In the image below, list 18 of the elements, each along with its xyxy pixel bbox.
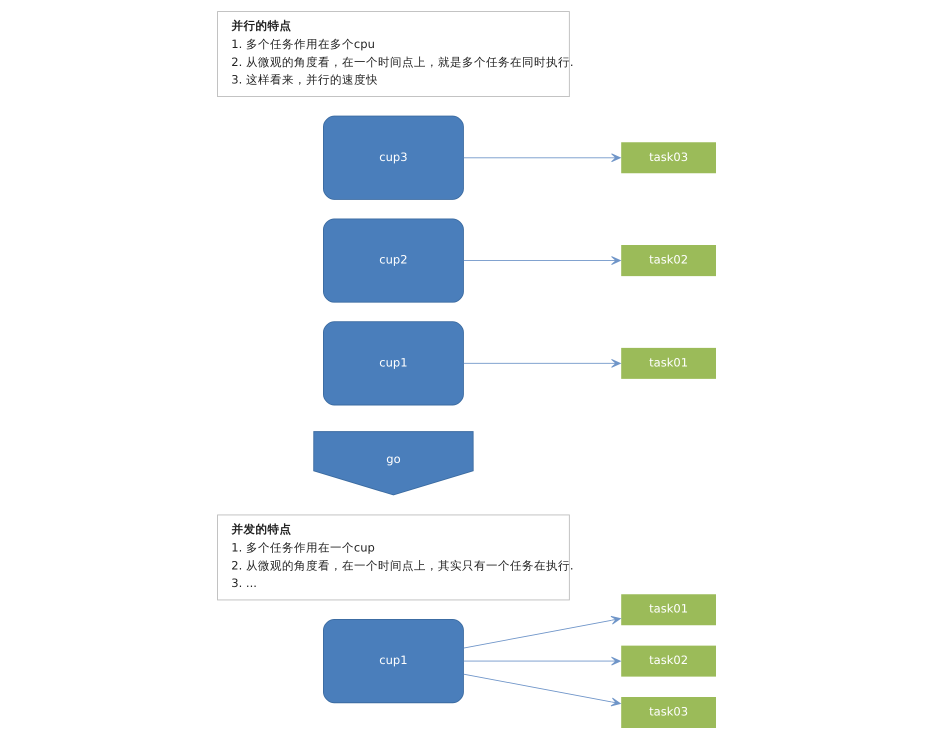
arrow — [463, 256, 621, 265]
node-box: 并行的特点 1. 多个任务作用在多个cpu 2. 从微观的角度看，在一个时间点上，就是多个任务在同时执行. 3. 这样看来，并行的速度快 — [217, 11, 570, 98]
node-box: cup3 — [323, 116, 464, 200]
arrow — [463, 656, 621, 666]
node-box: cup1 — [323, 619, 464, 704]
node-box: task03 — [620, 141, 717, 174]
node-box: task03 — [620, 696, 717, 729]
arrow — [463, 358, 621, 368]
arrow — [463, 616, 621, 649]
arrow — [463, 674, 621, 706]
arrow — [463, 153, 621, 162]
node-box: cup1 — [323, 321, 464, 406]
node-box: task01 — [620, 593, 717, 626]
node-box: task02 — [620, 244, 717, 277]
node-box: task01 — [620, 346, 717, 380]
node-box: task02 — [620, 644, 717, 678]
node-box: cup2 — [323, 218, 464, 303]
node-box: 并发的特点 1. 多个任务作用在一个cup 2. 从微观的角度看，在一个时间点上，其实只有一个任务在执行. 3. ... — [217, 514, 570, 600]
